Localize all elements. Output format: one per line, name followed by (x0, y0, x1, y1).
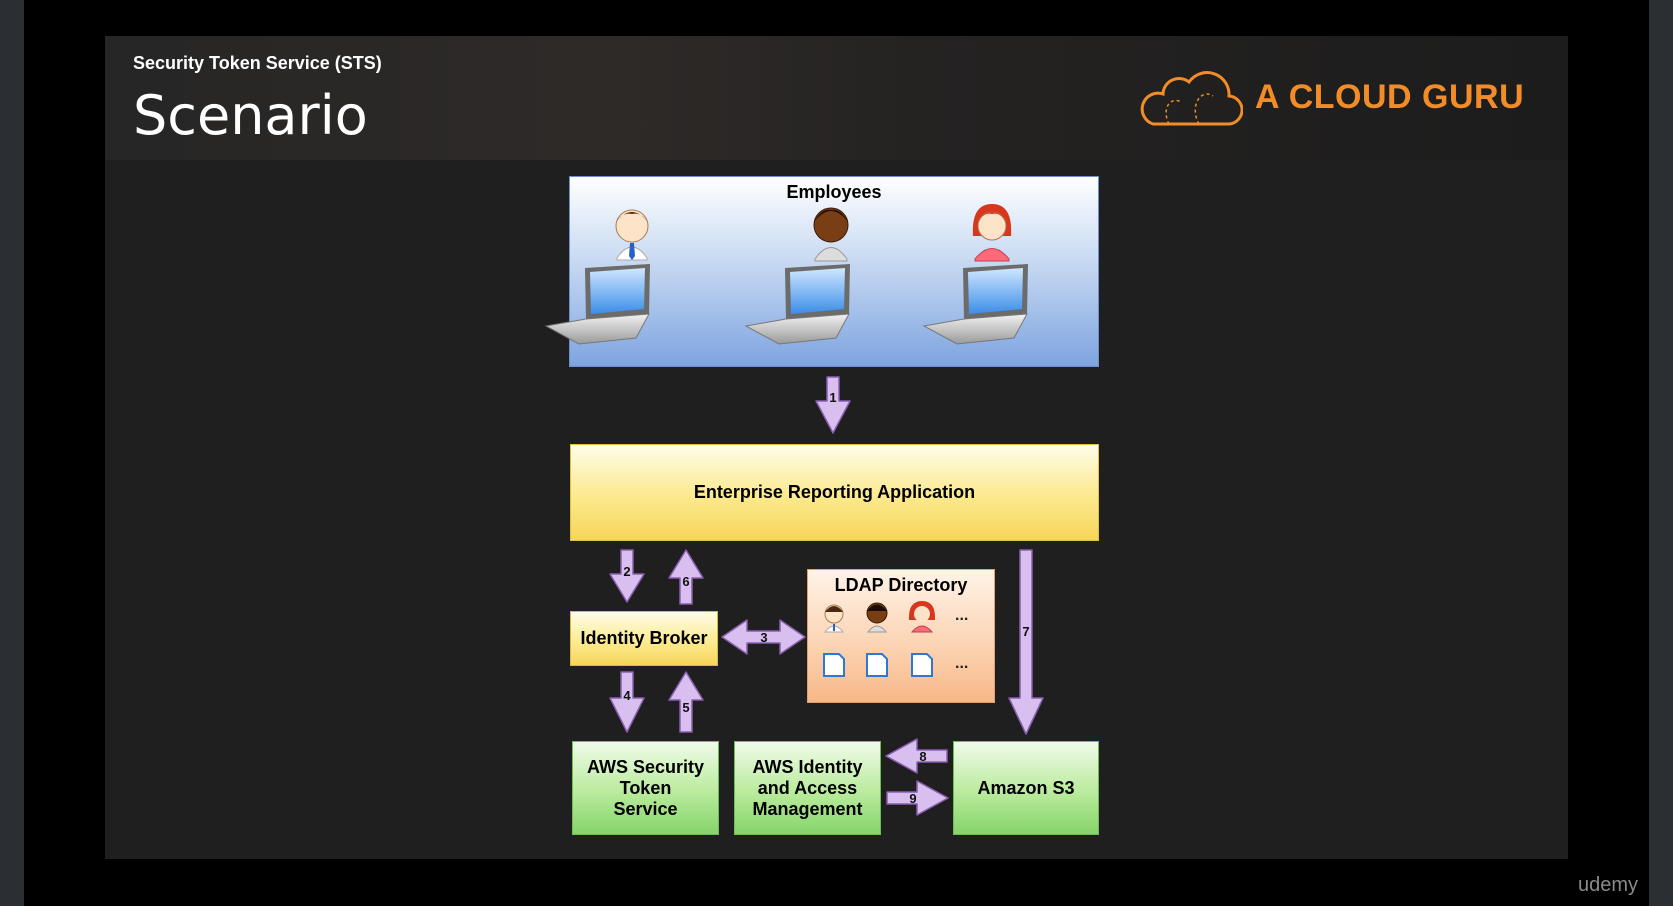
udemy-watermark: udemy (1578, 874, 1639, 896)
step-5-arrow (668, 671, 704, 733)
right-frame-bar (1649, 0, 1673, 906)
step-1-label: 1 (829, 390, 836, 405)
step-8-label: 8 (919, 749, 926, 764)
step-9-label: 9 (909, 791, 916, 806)
amazon-s3-box: Amazon S3 (953, 741, 1099, 835)
employees-box: Employees (569, 176, 1099, 367)
identity-broker-label: Identity Broker (580, 628, 708, 648)
step-5-label: 5 (682, 700, 689, 715)
ldap-more-users: ... (955, 607, 969, 624)
ldap-more-documents: ... (955, 655, 969, 672)
step-1-arrow (815, 376, 851, 434)
enterprise-reporting-application-label: Enterprise Reporting Application (693, 482, 976, 502)
amazon-s3-label: Amazon S3 (977, 777, 1075, 798)
brand-name: A CLOUD GURU (1255, 78, 1525, 116)
step-8-arrow (885, 738, 948, 774)
slide: Security Token Service (STS) Scenario A … (105, 36, 1568, 859)
step-3-arrow (721, 619, 806, 655)
ldap-directory-box: LDAP Directory (807, 569, 995, 703)
slide-subtitle: Security Token Service (STS) (133, 53, 382, 73)
step-7-arrow (1008, 549, 1044, 735)
cloud-icon (1140, 71, 1243, 126)
aws-sts-label: AWS Security Token Service (586, 756, 705, 819)
step-2-label: 2 (623, 564, 630, 579)
step-6-label: 6 (682, 574, 689, 589)
aws-iam-box: AWS Identity and Access Management (734, 741, 881, 835)
step-6-arrow (668, 549, 704, 605)
step-3-label: 3 (760, 630, 767, 645)
step-7-label: 7 (1022, 624, 1029, 639)
brand-logo: A CLOUD GURU (1139, 66, 1524, 136)
step-9-arrow (886, 780, 949, 816)
aws-sts-box: AWS Security Token Service (572, 741, 719, 835)
slide-header: Security Token Service (STS) Scenario A … (105, 36, 1568, 160)
aws-iam-label: AWS Identity and Access Management (752, 756, 863, 819)
step-4-label: 4 (623, 688, 631, 703)
enterprise-reporting-application-box: Enterprise Reporting Application (570, 444, 1099, 541)
ldap-directory-label: LDAP Directory (834, 575, 968, 595)
step-2-arrow (609, 549, 645, 603)
left-frame-bar (0, 0, 24, 906)
employees-label: Employees (786, 182, 882, 202)
identity-broker-box: Identity Broker (570, 611, 718, 666)
step-4-arrow (609, 671, 645, 733)
slide-title: Scenario (133, 84, 368, 147)
